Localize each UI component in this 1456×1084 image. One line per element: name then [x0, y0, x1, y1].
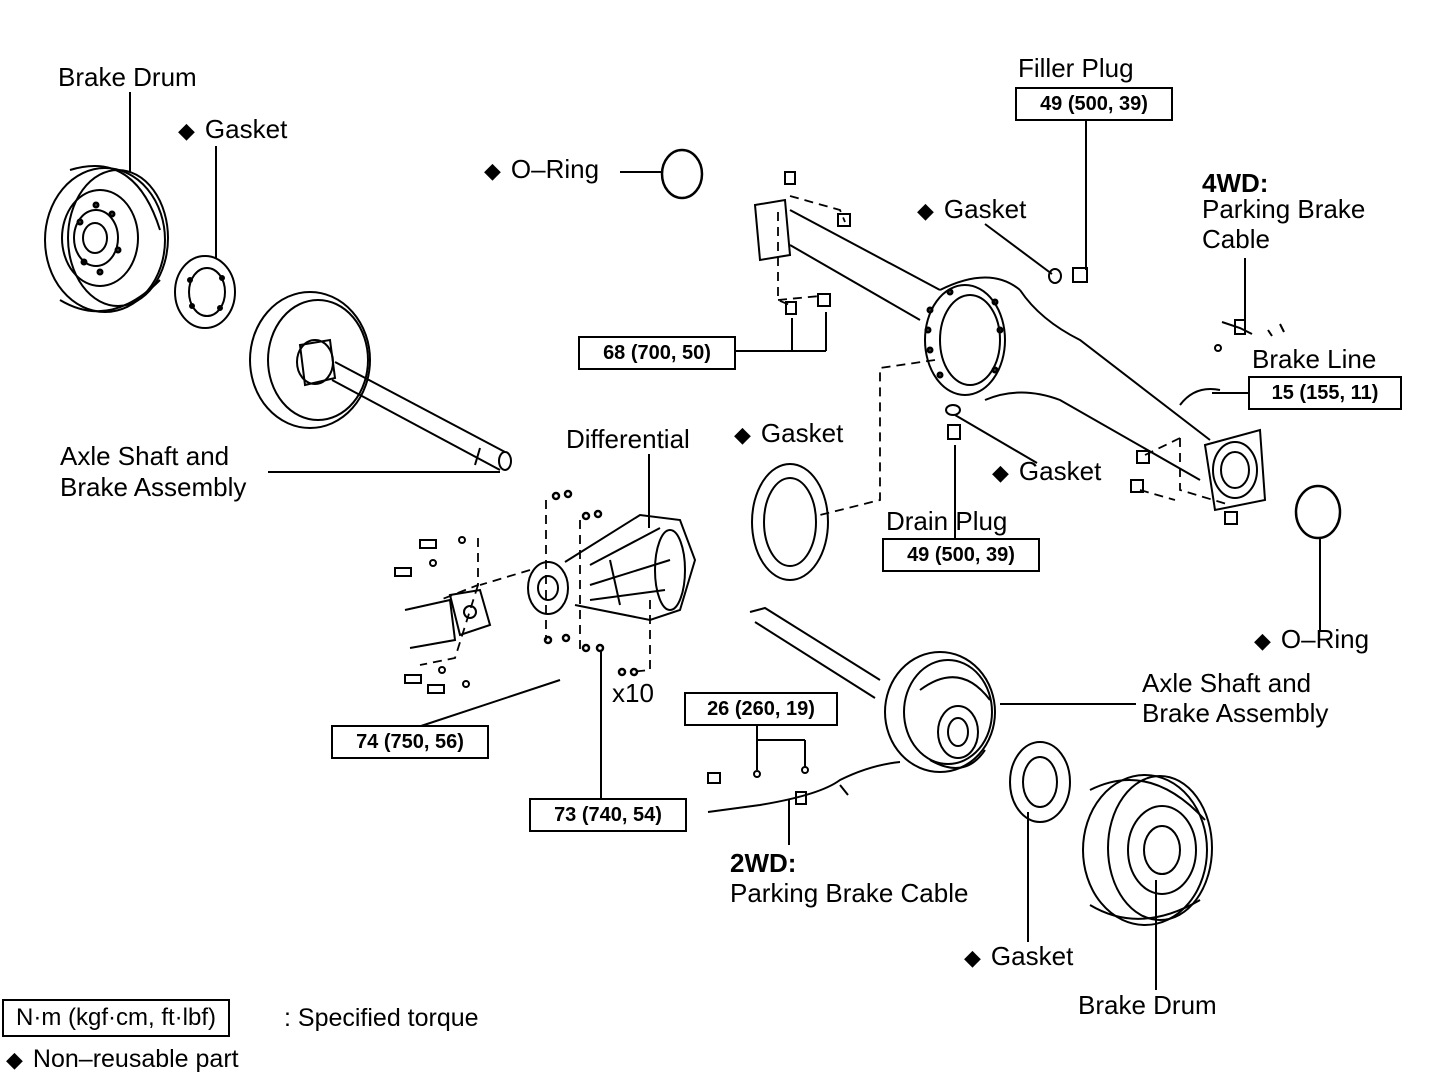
label-gasket-left: ◆Gasket	[178, 114, 288, 144]
propeller-flange	[394, 536, 492, 694]
non-reusable-diamond-icon: ◆	[6, 1047, 23, 1072]
non-reusable-diamond-icon: ◆	[1254, 628, 1271, 653]
non-reusable-diamond-icon: ◆	[992, 460, 1009, 485]
brake-drum-right	[1082, 774, 1213, 926]
parking-cable-2wd	[707, 761, 901, 813]
non-reusable-diamond-icon: ◆	[917, 198, 934, 223]
torque-box-flange: 74 (750, 56)	[331, 725, 489, 759]
non-reusable-diamond-icon: ◆	[484, 158, 501, 183]
label-4wd-cable-line1: Parking Brake	[1202, 194, 1366, 224]
label-axle-shaft-right-line1: Axle Shaft and	[1142, 668, 1312, 698]
label-2wd-title: 2WD:	[730, 848, 797, 878]
label-gasket-bottom: ◆Gasket	[964, 941, 1074, 971]
label-axle-shaft-left-line1: Axle Shaft and	[60, 441, 230, 471]
non-reusable-diamond-icon: ◆	[734, 422, 751, 447]
label-x10: x10	[612, 678, 654, 708]
label-2wd-cable: Parking Brake Cable	[730, 878, 969, 908]
label-drain-plug: Drain Plug	[886, 506, 1008, 536]
torque-box-backing-plate: 26 (260, 19)	[684, 692, 838, 726]
legend-torque-unit: N·m (kgf·cm, ft·lbf)	[2, 999, 230, 1037]
label-axle-shaft-right-line2: Brake Assembly	[1142, 698, 1329, 728]
brake-line-parts	[1179, 319, 1285, 406]
torque-box-diff-nut: 73 (740, 54)	[529, 798, 687, 832]
legend-non-reusable: ◆Non–reusable part	[6, 1045, 239, 1073]
label-axle-shaft-left-line2: Brake Assembly	[60, 472, 247, 502]
label-filler-plug: Filler Plug	[1018, 53, 1134, 83]
legend-torque-desc: : Specified torque	[284, 1004, 479, 1032]
label-4wd-title: 4WD:	[1202, 168, 1269, 198]
label-differential: Differential	[566, 424, 690, 454]
label-o-ring-right: ◆O–Ring	[1254, 624, 1370, 654]
label-gasket-mid: ◆Gasket	[734, 418, 844, 448]
leader-lines	[129, 92, 1321, 990]
torque-box-carrier-nut: 68 (700, 50)	[578, 336, 736, 370]
brake-drum-left	[44, 165, 169, 313]
axle-shaft-right	[749, 606, 996, 773]
gasket-bottom	[1009, 741, 1071, 823]
label-o-ring-top: ◆O–Ring	[484, 154, 600, 184]
gasket-mid	[751, 463, 829, 581]
torque-box-brake-line: 15 (155, 11)	[1248, 376, 1402, 410]
gasket-left	[174, 255, 236, 329]
label-gasket-top: ◆Gasket	[917, 194, 1027, 224]
o-ring-top	[660, 148, 704, 200]
label-brake-drum-left: Brake Drum	[58, 62, 197, 92]
axle-housing	[753, 171, 1267, 525]
non-reusable-diamond-icon: ◆	[178, 118, 195, 143]
differential-carrier	[527, 489, 697, 677]
o-ring-right	[1294, 484, 1342, 540]
label-brake-drum-right: Brake Drum	[1078, 990, 1217, 1020]
torque-box-filler-plug: 49 (500, 39)	[1015, 87, 1173, 121]
non-reusable-diamond-icon: ◆	[964, 945, 981, 970]
torque-box-drain-plug: 49 (500, 39)	[882, 538, 1040, 572]
label-4wd-cable-line2: Cable	[1202, 224, 1270, 254]
axle-shaft-left	[249, 291, 512, 471]
label-brake-line: Brake Line	[1252, 344, 1377, 374]
label-gasket-right: ◆Gasket	[992, 456, 1102, 486]
